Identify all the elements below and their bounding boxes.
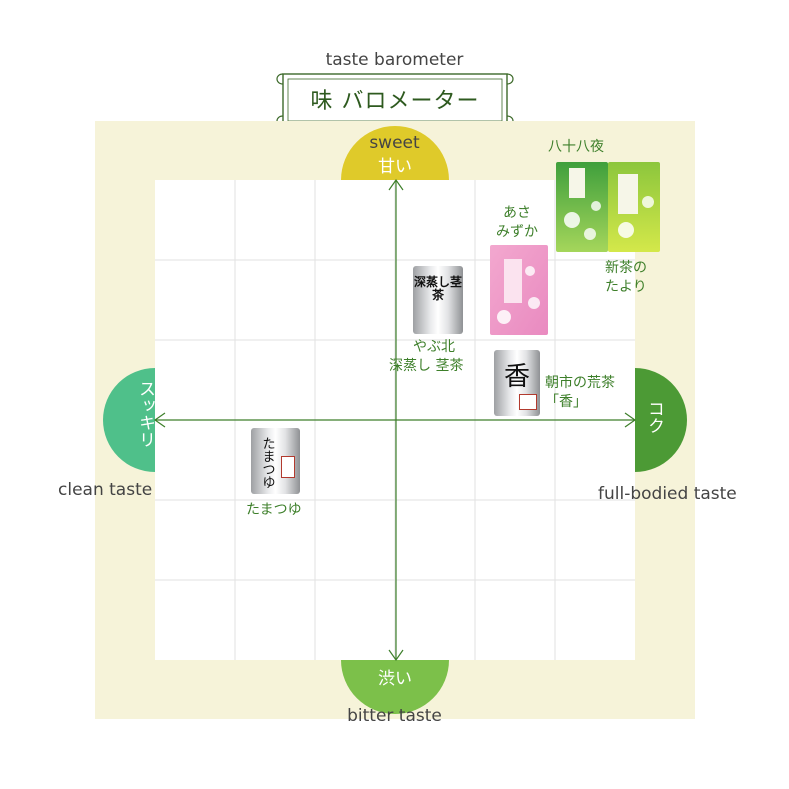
product-label-yabukita-2: 深蒸し 茎茶 — [389, 358, 464, 374]
product-package-tamatsuyu-stamp — [280, 456, 295, 478]
product-label-asaichi-2: 「香」 — [545, 394, 587, 410]
tab-clean: スッキリ — [135, 380, 155, 448]
product-package-shincha — [556, 162, 660, 252]
product-package-asaichi-stamp — [519, 394, 537, 410]
product-label-asamizuka-2: みずか — [496, 224, 538, 240]
tab-full: コク — [644, 400, 664, 434]
title-english: taste barometer — [325, 50, 464, 70]
axis-arrows — [153, 178, 637, 662]
product-package-asaichi-text: 香 — [503, 362, 530, 392]
product-label-asaichi-1: 朝市の荒茶 — [545, 375, 615, 391]
label-full-bodied: full-bodied taste — [598, 484, 737, 504]
product-label-asamizuka-1: あさ — [503, 205, 531, 221]
label-clean: clean taste — [58, 480, 153, 500]
label-bitter: bitter taste — [347, 706, 442, 726]
tab-bitter: 渋い — [378, 669, 412, 689]
product-package-yabukita: 深蒸し茎茶 — [413, 266, 463, 334]
product-package-asamizuka — [490, 245, 548, 335]
product-label-tamatsuyu: たまつゆ — [246, 502, 302, 518]
product-label-yabukita-1: やぶ北 — [413, 339, 455, 355]
product-package-tamatsuyu-text: たまつゆ — [262, 437, 276, 491]
product-package-asaichi: 香 — [494, 350, 540, 416]
product-label-shincha-1: 新茶の — [605, 260, 647, 276]
product-label-shincha-2: たより — [605, 279, 647, 295]
tab-sweet: 甘い — [378, 157, 412, 177]
product-package-tamatsuyu: たまつゆ — [251, 428, 300, 494]
label-sweet: sweet — [369, 133, 420, 153]
title-banner — [276, 73, 514, 127]
title-japanese: 味 バロメーター — [310, 89, 480, 114]
product-package-yabukita-text: 深蒸し茎茶 — [413, 275, 462, 302]
product-label-hachijuhachiya: 八十八夜 — [548, 139, 604, 155]
